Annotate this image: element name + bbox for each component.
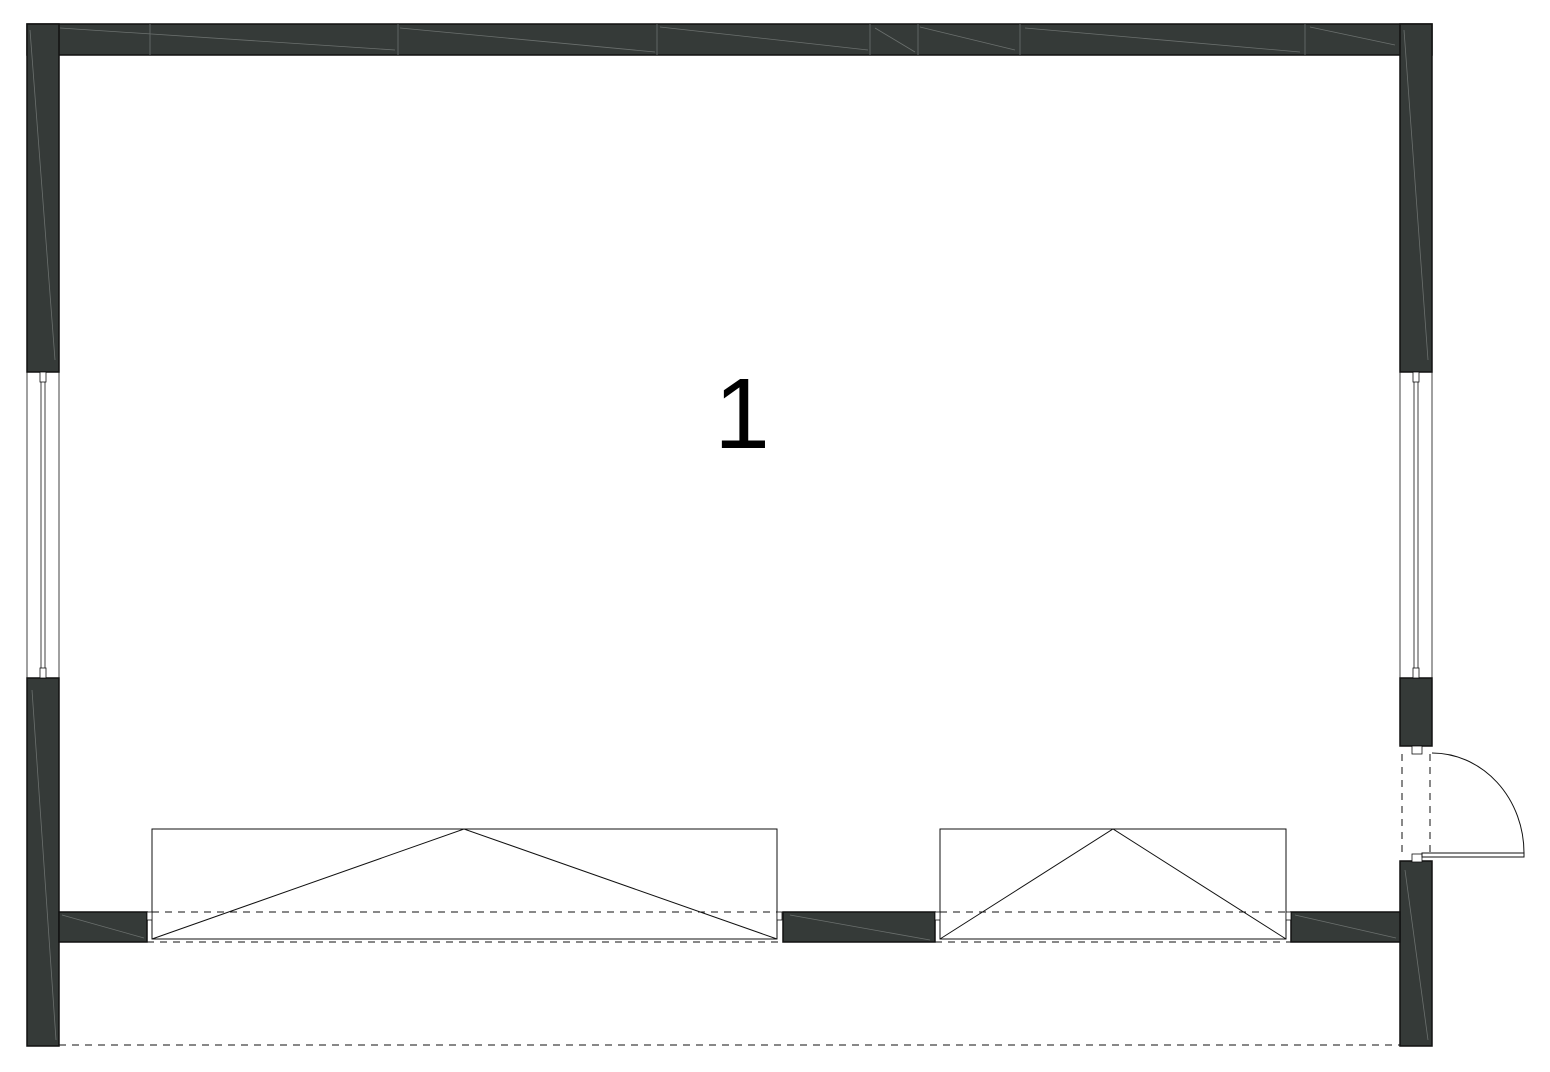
- garage-door-large: [146, 828, 783, 943]
- side-door: [1401, 745, 1525, 863]
- garage-door-large-panel: [151, 828, 778, 940]
- wall-seams: [29, 24, 1429, 1041]
- door-leaf: [1421, 852, 1525, 858]
- wall-bottom-right: [1290, 911, 1401, 943]
- room-label: 1: [714, 358, 770, 470]
- wall-left-lower: [26, 677, 60, 1047]
- wall-bottom-left: [58, 911, 148, 943]
- garage-door-large-fold: [151, 828, 778, 940]
- wall-right-pier: [1399, 677, 1433, 747]
- door-swing-arc: [1431, 752, 1525, 854]
- garage-door-small-fold: [939, 828, 1287, 940]
- window-left: [26, 371, 60, 679]
- window-right: [1399, 371, 1433, 679]
- garage-door-small-panel: [939, 828, 1287, 940]
- walls: [26, 23, 1433, 1047]
- garage-door-small: [934, 828, 1292, 943]
